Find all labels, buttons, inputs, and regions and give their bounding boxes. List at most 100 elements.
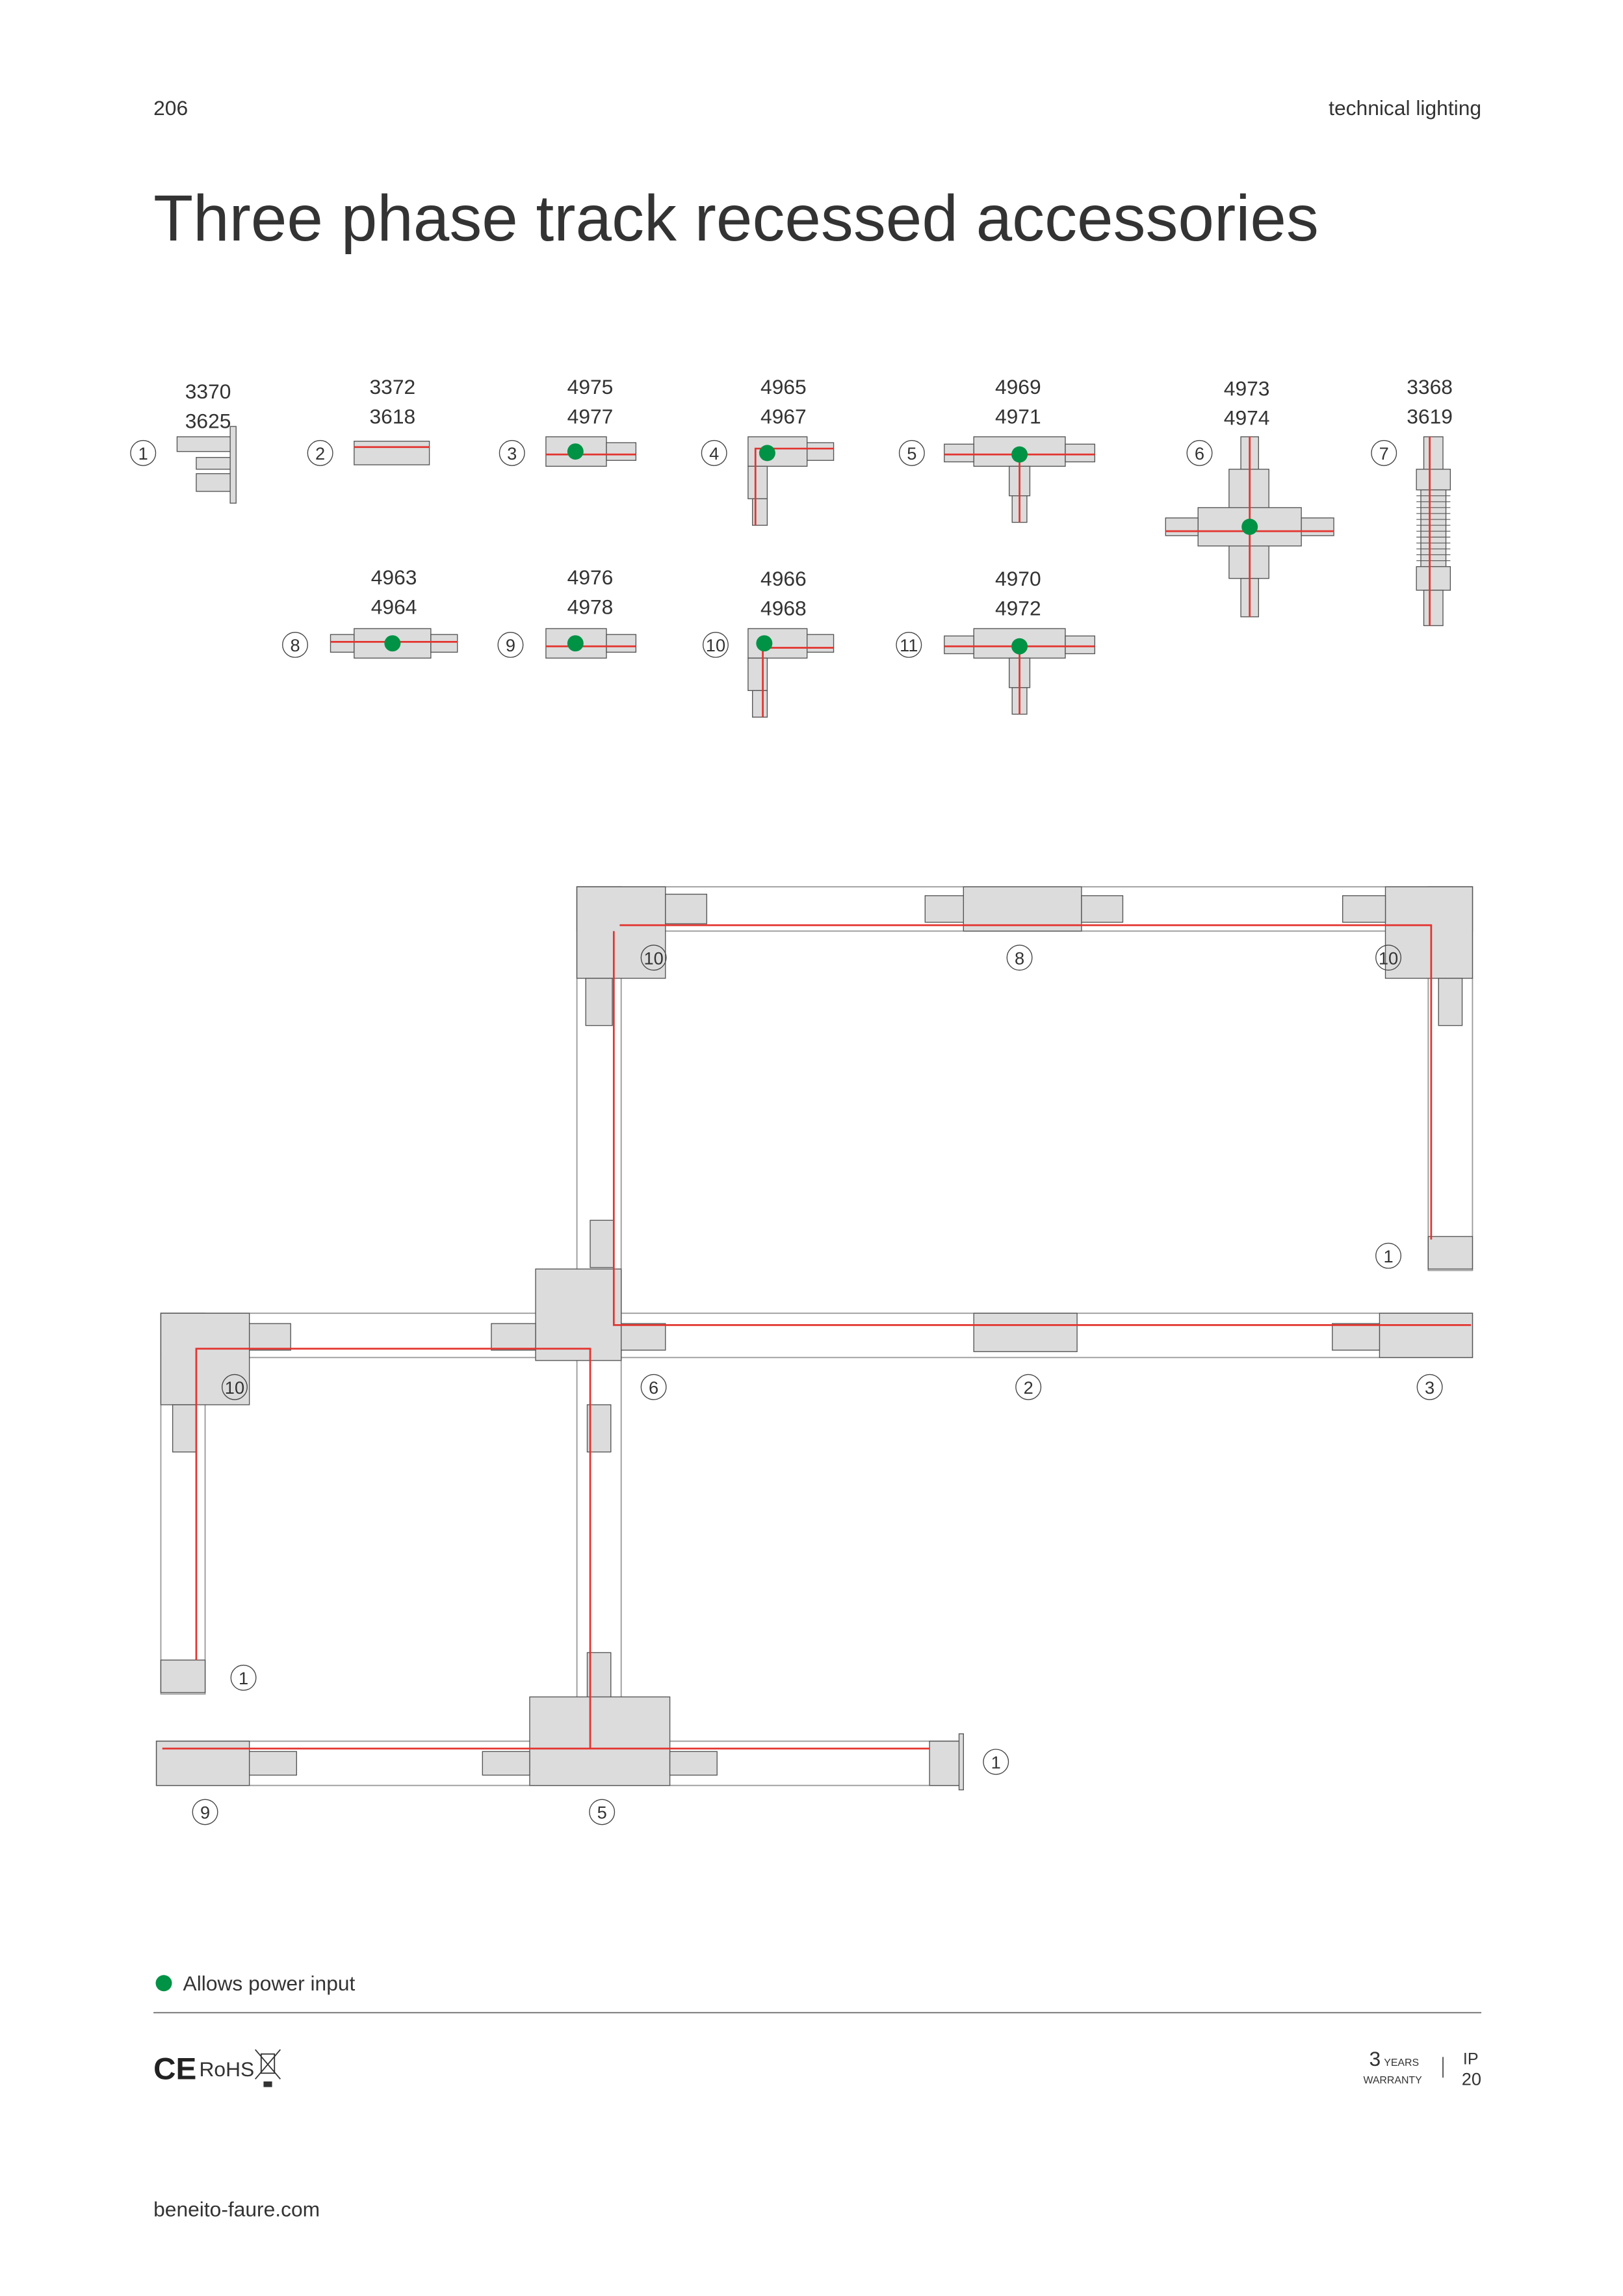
number-circle xyxy=(1416,1374,1443,1400)
product-code: 4963 xyxy=(371,566,417,589)
ip-label: IP xyxy=(1463,2050,1479,2068)
page-number: 206 xyxy=(153,96,188,120)
track-connector xyxy=(248,1323,291,1351)
connector-stub xyxy=(807,442,835,461)
legend-text: Allows power input xyxy=(183,1972,356,1995)
number-circle xyxy=(192,1799,218,1825)
connector-stub xyxy=(1301,517,1334,536)
power-line xyxy=(195,1348,591,1749)
track-connector xyxy=(529,1696,671,1786)
part-body xyxy=(196,456,234,470)
connector-stub xyxy=(1165,517,1199,536)
number-circle xyxy=(230,1664,257,1691)
section-name: technical lighting xyxy=(1329,96,1481,120)
product-code: 3370 xyxy=(185,380,231,403)
item-number: 9 xyxy=(506,635,515,655)
track-connector xyxy=(248,1751,297,1776)
item-number: 10 xyxy=(1379,948,1398,968)
connector-stub xyxy=(330,634,355,653)
number-circle xyxy=(589,1799,616,1825)
track-connector xyxy=(620,1323,666,1351)
power-line xyxy=(612,931,1472,1326)
power-input-dot xyxy=(1241,518,1258,535)
track-connector xyxy=(491,1323,536,1351)
item-number: 5 xyxy=(597,1803,607,1823)
number-circle xyxy=(497,631,524,658)
product-code: 4978 xyxy=(567,595,614,618)
connector-stub xyxy=(430,634,458,653)
connector-stub xyxy=(606,442,637,461)
track-connector xyxy=(160,1312,250,1405)
product-code: 4971 xyxy=(995,404,1041,428)
product-code: 4974 xyxy=(1224,406,1270,430)
number-circle xyxy=(282,631,309,658)
item-number: 1 xyxy=(1383,1246,1393,1266)
track-connector xyxy=(1438,978,1463,1026)
track-connector xyxy=(973,1312,1078,1352)
product-code: 4973 xyxy=(1224,376,1270,400)
connector-stub xyxy=(1423,436,1444,470)
power-input-dot xyxy=(567,635,584,652)
track-connector xyxy=(929,1740,963,1786)
connectors xyxy=(155,886,1474,1786)
item-number: 10 xyxy=(706,635,725,655)
product-code: 4965 xyxy=(760,375,807,398)
website: beneito-faure.com xyxy=(153,2197,320,2221)
item-number: 8 xyxy=(1015,948,1024,968)
item-number: 1 xyxy=(239,1668,248,1688)
warranty-years-label: YEARS xyxy=(1384,2057,1419,2068)
power-input-dot xyxy=(384,635,401,652)
rohs-label: RoHS xyxy=(199,2057,254,2081)
connector-stub xyxy=(1065,635,1096,655)
power-input-dot xyxy=(759,445,775,462)
track-connector xyxy=(1342,895,1386,923)
number-circle xyxy=(640,945,667,971)
product-code: 4976 xyxy=(567,566,614,589)
item-number: 3 xyxy=(1425,1377,1435,1398)
part-body xyxy=(1416,566,1451,591)
track-connector xyxy=(585,978,613,1026)
item-number: 5 xyxy=(907,443,916,463)
number-circle xyxy=(1186,439,1213,466)
track-connector xyxy=(665,893,708,924)
track-connector xyxy=(576,886,666,979)
item-number: 3 xyxy=(507,443,517,463)
end-plate xyxy=(229,426,237,504)
power-input-dot xyxy=(756,635,773,652)
item-number: 1 xyxy=(991,1753,1001,1773)
power-line xyxy=(619,924,1433,1240)
connector-stub xyxy=(752,690,768,718)
connector-stub xyxy=(606,634,637,653)
part-body xyxy=(1416,469,1451,491)
item-number: 6 xyxy=(1195,443,1204,463)
connector-stub xyxy=(944,635,974,655)
product-code: 3618 xyxy=(370,404,416,428)
power-line xyxy=(754,447,834,526)
product-code: 4968 xyxy=(760,597,807,620)
part-body xyxy=(354,441,430,465)
track-connector xyxy=(669,1751,718,1776)
connector-stub xyxy=(1423,590,1444,627)
number-circle xyxy=(702,631,729,658)
track-connector xyxy=(172,1404,197,1453)
part-body xyxy=(747,465,768,499)
product-code: 4967 xyxy=(760,404,807,428)
power-input-legend-dot xyxy=(155,1975,172,1992)
item-number: 6 xyxy=(649,1377,658,1398)
track-connector xyxy=(535,1268,622,1361)
number-circle xyxy=(1015,1374,1042,1400)
power-input-dot xyxy=(1011,446,1028,463)
connector-stub xyxy=(807,634,835,653)
number-circle xyxy=(898,439,925,466)
track-connector xyxy=(924,895,964,923)
number-circle xyxy=(640,1374,667,1400)
item-number: 1 xyxy=(138,443,148,463)
